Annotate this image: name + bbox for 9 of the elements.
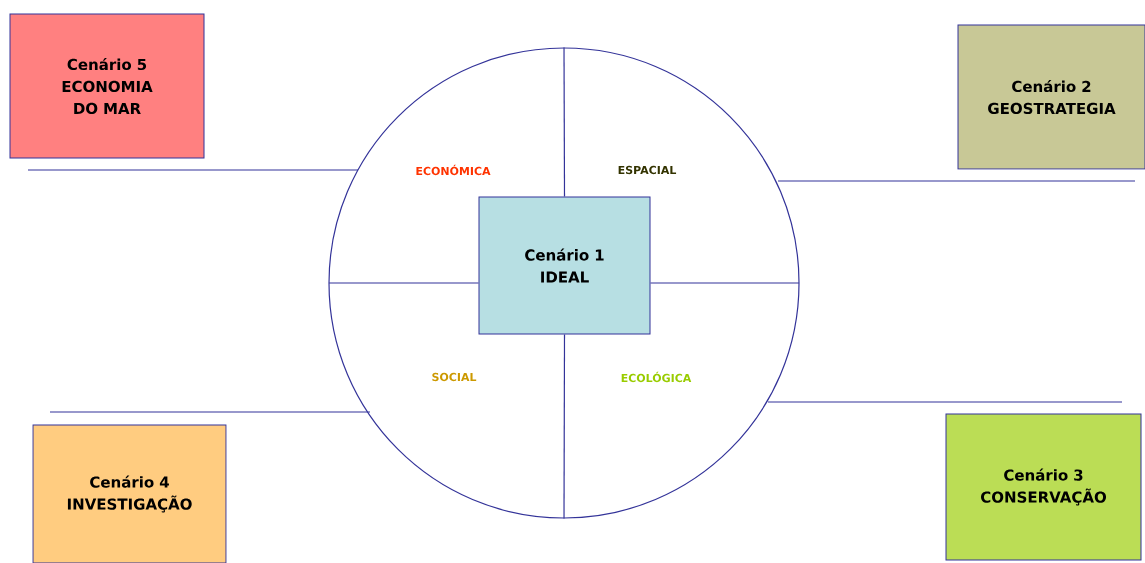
quadrant-label: ECONÓMICA (416, 164, 491, 176)
quadrant-label: ESPACIAL (618, 165, 677, 175)
scenario-box: Cenário 3 CONSERVAÇÃO (945, 413, 1142, 561)
scenario-box: Cenário 1 IDEAL (478, 196, 651, 335)
scenario-box: Cenário 2 GEOSTRATEGIA (957, 24, 1145, 170)
scenario-box: Cenário 5 ECONOMIA DO MAR (9, 13, 205, 159)
quadrant-label: SOCIAL (432, 372, 477, 382)
scenario-box: Cenário 4 INVESTIGAÇÃO (32, 424, 227, 563)
quadrant-label: ECOLÓGICA (621, 371, 692, 383)
